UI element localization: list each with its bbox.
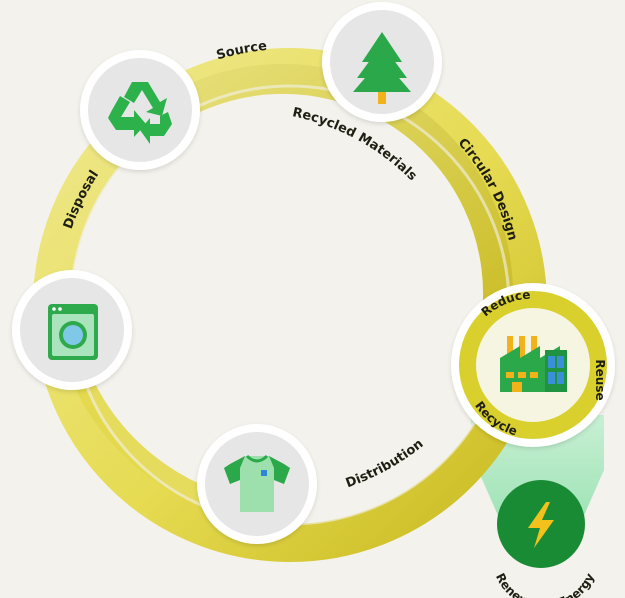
node-use: [12, 270, 132, 390]
t-shirt-icon: [224, 454, 290, 512]
node-energy: [497, 480, 585, 568]
label-distribution: Distribution: [344, 437, 427, 492]
label-renewable-energy: Renewable Energy: [493, 571, 597, 598]
lightning-bolt-icon: [528, 502, 554, 548]
node-production-hub: Reduce Reuse Recycle: [451, 283, 615, 447]
node-source: [322, 2, 442, 122]
label-reuse: Reuse: [593, 359, 607, 400]
node-recycle: [80, 50, 200, 170]
node-product: [197, 424, 317, 544]
pine-tree-icon: [353, 32, 411, 104]
factory-icon: [500, 336, 567, 392]
washing-machine-icon: [48, 304, 98, 360]
recycle-icon: [108, 82, 172, 144]
